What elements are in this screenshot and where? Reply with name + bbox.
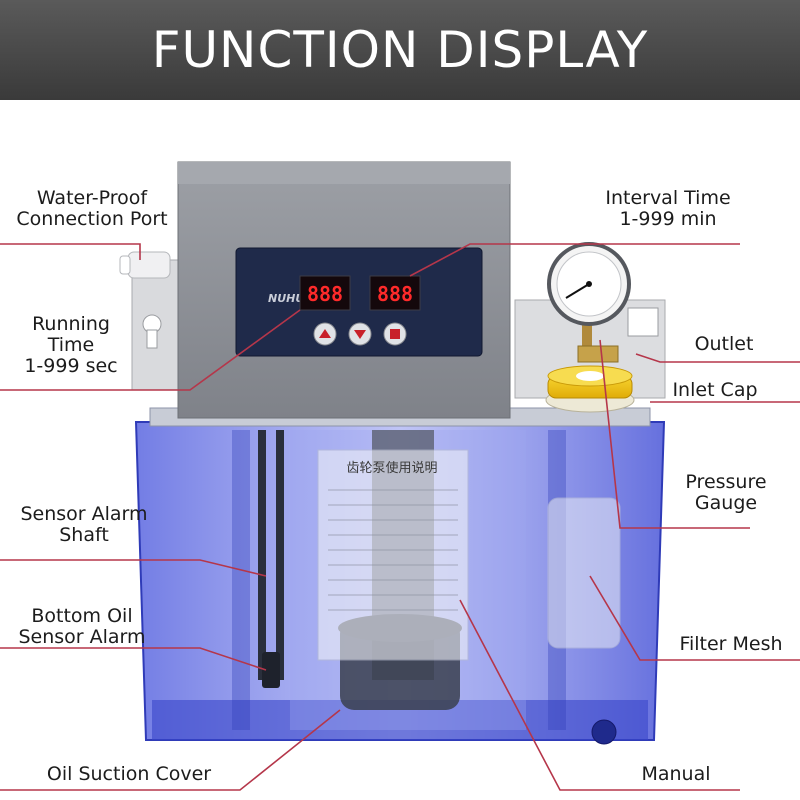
label-water-proof-port: Water-Proof Connection Port [2,188,182,230]
manual-sheet-title: 齿轮泵使用说明 [346,460,437,476]
label-bottom-oil-line2: Sensor Alarm [18,626,146,648]
sensor-alarm-shaft [258,430,284,688]
label-outlet-text: Outlet [694,333,754,355]
leader-interval-time [409,243,740,277]
leader-sensor-alarm-shaft [0,559,267,577]
label-inlet-cap: Inlet Cap [660,380,770,401]
down-arrow-icon [354,330,366,339]
label-manual-text: Manual [641,763,711,785]
label-outlet: Outlet [684,334,764,355]
label-water-proof-line2: Connection Port [16,208,168,230]
label-interval-time: Interval Time 1-999 min [590,188,746,230]
label-running-time-line1: Running [32,313,110,335]
leader-pressure-gauge [599,339,750,529]
label-sensor-alarm-line2: Shaft [59,524,109,546]
drain-plug [591,719,617,745]
label-oil-suction-cover: Oil Suction Cover [34,764,224,785]
label-bottom-oil-line1: Bottom Oil [31,605,133,627]
label-manual: Manual [630,764,722,785]
label-interval-time-line2: 1-999 min [619,208,717,230]
running-time-digits: 888 [307,282,343,306]
manual-sheet: 齿轮泵使用说明 [317,449,469,661]
up-arrow-icon [319,329,331,338]
label-pressure-gauge-line1: Pressure [685,471,767,493]
set-icon [390,329,400,339]
label-filter-mesh: Filter Mesh [664,634,798,655]
label-running-time: Running Time 1-999 sec [6,314,136,377]
label-interval-time-line1: Interval Time [605,187,731,209]
leader-running-time [0,309,301,391]
inlet-cap [545,365,635,413]
mounting-bracket-left [131,259,179,391]
label-running-time-line3: 1-999 sec [24,355,118,377]
control-panel: NUHUN 888 888 [235,247,483,357]
label-inlet-cap-text: Inlet Cap [672,379,758,401]
lubrication-pump-illustration: 齿轮泵使用说明 NUHUN 888 888 [0,161,800,791]
leader-water-proof-port [0,243,141,260]
label-oil-suction-text: Oil Suction Cover [46,763,212,785]
filter-mesh [547,497,621,649]
label-running-time-line2: Time [47,334,95,356]
label-pressure-gauge: Pressure Gauge [668,472,784,514]
label-pressure-gauge-line2: Gauge [694,492,758,514]
water-proof-connector [119,251,171,279]
leader-filter-mesh [589,575,800,661]
page-title: FUNCTION DISPLAY [151,21,649,79]
label-sensor-alarm-line1: Sensor Alarm [20,503,148,525]
label-sensor-alarm-shaft: Sensor Alarm Shaft [4,504,164,546]
leader-oil-suction-cover [0,709,341,791]
leader-manual [459,599,740,791]
leader-outlet [635,353,800,363]
label-bottom-oil-sensor: Bottom Oil Sensor Alarm [2,606,162,648]
interval-time-digits: 888 [377,282,413,306]
label-water-proof-line1: Water-Proof [36,187,148,209]
header-banner: FUNCTION DISPLAY [0,0,800,100]
leader-lines [0,243,800,791]
label-filter-mesh-text: Filter Mesh [679,633,783,655]
pressure-gauge [547,242,631,363]
interval-time-display [369,275,421,311]
leader-bottom-oil-sensor [0,647,267,671]
running-time-display [299,275,351,311]
